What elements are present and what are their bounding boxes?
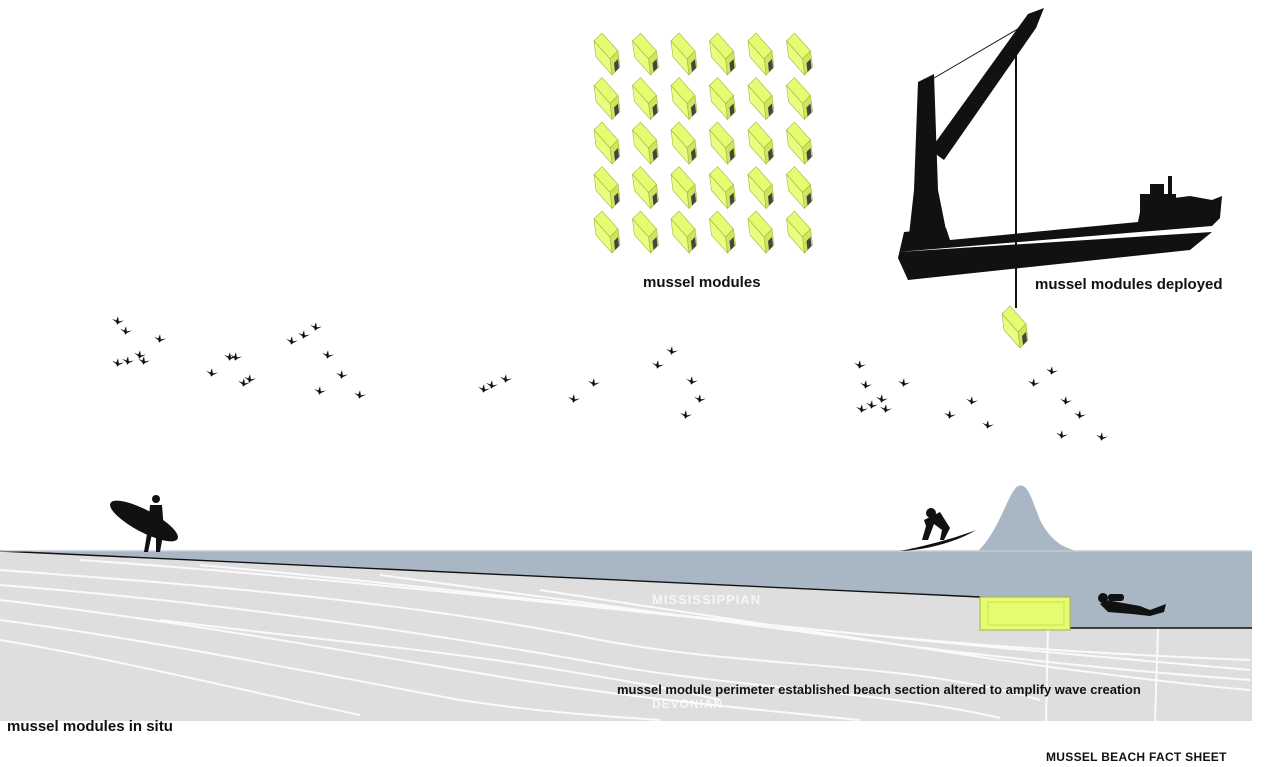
bird-icon [1074, 410, 1086, 419]
bird-icon [686, 376, 698, 385]
mussel-module [709, 32, 736, 76]
bird-icon [1060, 396, 1072, 405]
bird-icon [966, 396, 978, 405]
geology-label-devonian: DEVONIAN [652, 697, 724, 711]
mussel-module [747, 121, 775, 165]
bird-icon [568, 394, 580, 403]
bird-icon [310, 322, 322, 331]
bird-icon [1056, 430, 1068, 439]
deployed-module [1001, 305, 1029, 349]
mussel-module [709, 77, 736, 120]
mussel-module-grid [593, 32, 813, 254]
bird-icon [336, 370, 348, 379]
bird-icon [230, 352, 242, 361]
bird-icon [206, 368, 218, 377]
bird-icon [154, 334, 166, 343]
mussel-module [632, 210, 659, 254]
bird-icon [982, 420, 994, 429]
label-modules-deployed: mussel modules deployed [1035, 276, 1223, 293]
bird-icon [588, 378, 600, 387]
bird-icon [880, 404, 892, 413]
bird-icon [486, 380, 498, 389]
mussel-module [786, 77, 813, 120]
bird-icon [694, 394, 706, 403]
mussel-module [786, 210, 813, 254]
surfer-walking-silhouette [110, 495, 178, 552]
mussel-module [670, 121, 698, 165]
mussel-module [670, 210, 698, 254]
mussel-module [632, 166, 659, 209]
mussel-module [593, 121, 621, 165]
bird-icon [1046, 366, 1058, 375]
crane-ship-silhouette [898, 8, 1222, 308]
mussel-module [593, 166, 621, 209]
bird-icon [866, 400, 878, 409]
bird-icon [112, 358, 124, 367]
bird-icon [478, 384, 490, 393]
label-module-perimeter: mussel module perimeter established beac… [617, 682, 1141, 697]
bird-icon [244, 374, 256, 383]
mussel-module [747, 210, 775, 254]
mussel-module [593, 77, 621, 120]
water-body [0, 485, 1252, 629]
bird-icon [898, 378, 910, 387]
bird-icon [944, 410, 956, 419]
bird-flocks [112, 316, 1108, 441]
bird-icon [876, 394, 888, 403]
mussel-module [747, 32, 775, 76]
bird-icon [854, 360, 866, 369]
module-perimeter [979, 596, 1071, 631]
diver-silhouette [1098, 593, 1166, 616]
label-modules-in-situ: mussel modules in situ [7, 718, 173, 735]
mussel-module [632, 77, 659, 120]
bird-icon [314, 386, 326, 395]
mussel-module [709, 210, 736, 254]
bird-icon [354, 390, 366, 399]
page-title: MUSSEL BEACH FACT SHEET [1046, 750, 1227, 764]
mussel-module [747, 166, 775, 209]
bird-icon [298, 330, 310, 339]
bird-icon [1028, 378, 1040, 387]
bird-icon [500, 374, 512, 383]
bird-icon [322, 350, 334, 359]
bird-icon [120, 326, 132, 335]
bird-icon [652, 360, 664, 369]
mussel-module [786, 166, 813, 209]
mussel-module [747, 77, 775, 120]
bird-icon [122, 356, 134, 365]
mussel-module [709, 121, 736, 165]
mussel-module [632, 32, 659, 76]
mussel-module [670, 77, 698, 120]
bird-icon [112, 316, 124, 325]
mussel-module [670, 166, 698, 209]
surfer-riding-silhouette [900, 508, 976, 551]
label-mussel-modules: mussel modules [643, 274, 761, 291]
bird-icon [286, 336, 298, 345]
mussel-module [670, 32, 698, 76]
bird-icon [666, 346, 678, 355]
geology-label-mississippian: MISSISSIPPIAN [652, 592, 762, 607]
mussel-module [632, 121, 659, 165]
bird-icon [1096, 432, 1108, 441]
mussel-module [593, 32, 621, 76]
bird-icon [860, 380, 872, 389]
bird-icon [856, 404, 868, 413]
mussel-module [709, 166, 736, 209]
mussel-module [786, 32, 813, 76]
bird-icon [680, 410, 692, 419]
mussel-module [593, 210, 621, 254]
mussel-module [786, 121, 813, 165]
